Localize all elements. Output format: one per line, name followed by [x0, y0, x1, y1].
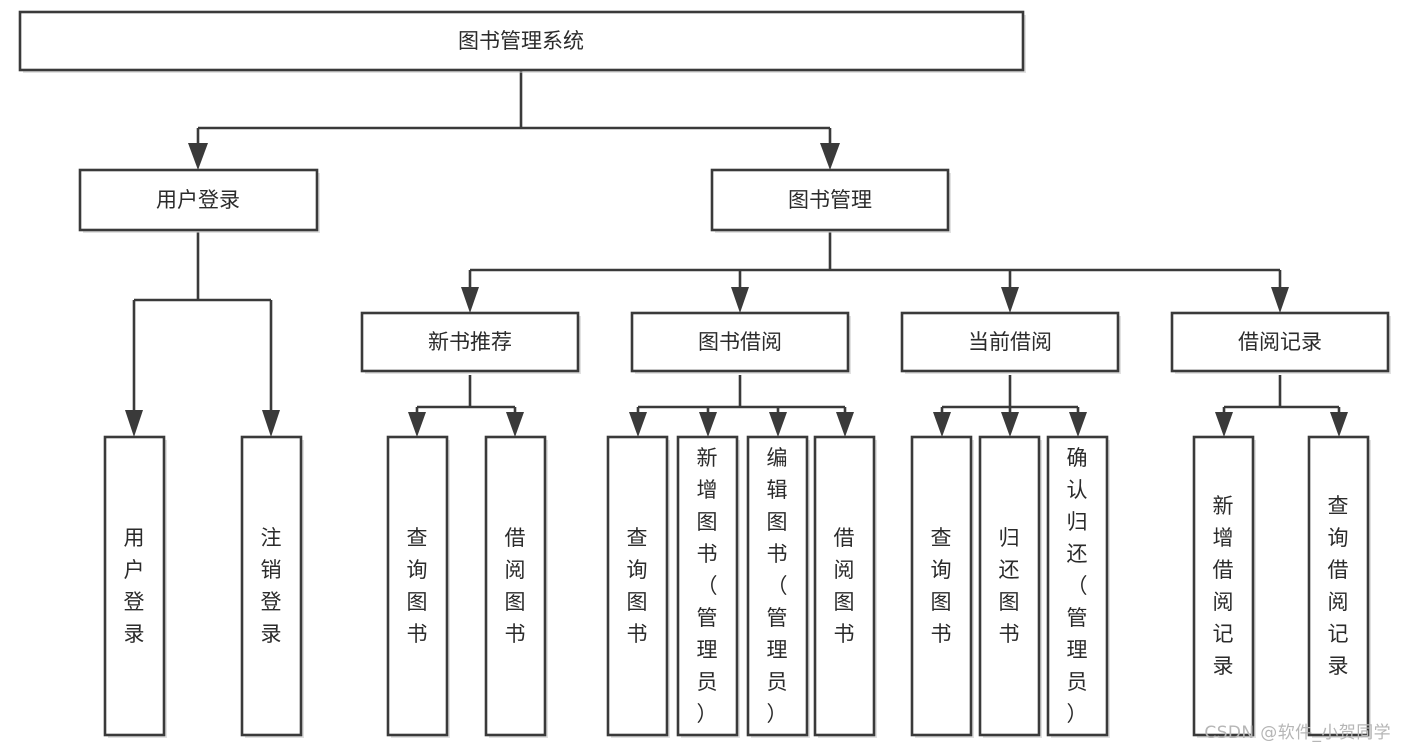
node-new-book-recommend[interactable]: 新书推荐 [360, 311, 581, 374]
arrow-head-leaf-borrow-book-1 [506, 412, 524, 437]
node-new-book-recommend-box [360, 311, 580, 373]
node-user-login[interactable]: 用户登录 [78, 168, 320, 233]
arrow-head-book-borrow [731, 287, 749, 313]
node-leaf-return-book[interactable]: 归还图书 [978, 435, 1042, 738]
node-book-manage-label: 图书管理 [788, 188, 872, 212]
connector-user-login-to-leaves [125, 232, 280, 437]
node-root-box [18, 10, 1025, 72]
node-current-borrow-label: 当前借阅 [968, 330, 1052, 354]
arrow-head-current-borrow [1001, 287, 1019, 313]
node-leaf-query-book-3-box [910, 435, 973, 737]
csdn-watermark: CSDN @软件_小贺同学 [1204, 723, 1391, 743]
node-user-login-label: 用户登录 [156, 188, 240, 212]
node-leaf-edit-book[interactable]: 编辑图书（管理员） [746, 435, 810, 738]
arrow-head-leaf-borrow-book-2 [836, 412, 854, 437]
connector-currentborrow-to-leaves [933, 375, 1087, 437]
node-borrow-record[interactable]: 借阅记录 [1170, 311, 1391, 374]
node-root[interactable]: 图书管理系统 [18, 10, 1026, 73]
node-leaf-user-login-label: 用户登录 [124, 526, 145, 646]
connector-bookborrow-to-leaves [629, 375, 854, 437]
node-root-label: 图书管理系统 [458, 29, 584, 53]
node-leaf-return-book-box [978, 435, 1041, 737]
node-leaf-query-book-1-label: 查询图书 [407, 526, 428, 646]
node-leaf-query-book-1-box [386, 435, 449, 737]
node-book-manage-box [710, 168, 950, 232]
node-leaf-logout-login-label: 注销登录 [261, 526, 282, 646]
node-current-borrow[interactable]: 当前借阅 [900, 311, 1121, 374]
node-leaf-query-book-2[interactable]: 查询图书 [606, 435, 670, 738]
node-leaf-query-book-2-box [606, 435, 669, 737]
arrow-head-leaf-query-book-1 [408, 412, 426, 437]
arrow-head-book-manage [820, 143, 840, 170]
node-leaf-add-record-label: 新增借阅记录 [1213, 494, 1234, 678]
arrow-head-leaf-logout-login [262, 410, 280, 437]
node-leaf-add-record[interactable]: 新增借阅记录 [1192, 435, 1256, 738]
arrow-head-leaf-confirm-return [1069, 412, 1087, 437]
arrow-head-new-book-recommend [461, 287, 479, 313]
node-leaf-confirm-return[interactable]: 确认归还（管理员） [1046, 435, 1110, 738]
arrow-head-leaf-user-login [125, 410, 143, 437]
node-leaf-user-login-box [103, 435, 166, 737]
arrow-head-leaf-add-record [1215, 412, 1233, 437]
node-book-borrow-box [630, 311, 850, 373]
connector-root-to-level2 [188, 70, 840, 170]
node-leaf-add-book-label: 新增图书（管理员） [697, 446, 718, 726]
node-leaf-query-record[interactable]: 查询借阅记录 [1307, 435, 1371, 738]
arrow-head-leaf-query-book-2 [629, 412, 647, 437]
node-leaf-borrow-book-2-box [813, 435, 876, 737]
node-leaf-add-book[interactable]: 新增图书（管理员） [676, 435, 740, 738]
connector-borrowrecord-to-leaves [1215, 375, 1348, 437]
node-leaf-query-book-2-label: 查询图书 [627, 526, 648, 646]
node-book-borrow[interactable]: 图书借阅 [630, 311, 851, 374]
node-leaf-borrow-book-1-box [484, 435, 547, 737]
node-leaf-borrow-book-1[interactable]: 借阅图书 [484, 435, 548, 738]
arrow-head-leaf-add-book [699, 412, 717, 437]
node-leaf-add-record-box [1192, 435, 1255, 737]
node-user-login-box [78, 168, 319, 232]
node-book-manage[interactable]: 图书管理 [710, 168, 951, 233]
node-leaf-return-book-label: 归还图书 [999, 526, 1020, 646]
node-leaf-query-record-box [1307, 435, 1370, 737]
node-leaf-add-book-box [676, 435, 739, 737]
arrow-head-user-login [188, 143, 208, 170]
node-leaf-logout-login-box [240, 435, 303, 737]
node-leaf-query-book-3-label: 查询图书 [931, 526, 952, 646]
node-leaf-edit-book-box [746, 435, 809, 737]
connector-layer [125, 70, 1348, 437]
node-borrow-record-label: 借阅记录 [1238, 330, 1322, 354]
node-borrow-record-box [1170, 311, 1390, 373]
node-leaf-borrow-book-2-label: 借阅图书 [834, 526, 855, 646]
node-leaf-logout-login[interactable]: 注销登录 [240, 435, 304, 738]
arrow-head-leaf-query-book-3 [933, 412, 951, 437]
node-leaf-query-record-label: 查询借阅记录 [1328, 494, 1349, 678]
arrow-head-leaf-query-record [1330, 412, 1348, 437]
node-leaf-query-book-3[interactable]: 查询图书 [910, 435, 974, 738]
arrow-head-leaf-return-book [1001, 412, 1019, 437]
node-leaf-edit-book-label: 编辑图书（管理员） [767, 446, 788, 726]
node-leaf-query-book-1[interactable]: 查询图书 [386, 435, 450, 738]
arrow-head-borrow-record [1271, 287, 1289, 313]
connector-newbook-to-leaves [408, 375, 524, 437]
node-leaf-borrow-book-2[interactable]: 借阅图书 [813, 435, 877, 738]
node-leaf-confirm-return-box [1046, 435, 1109, 737]
node-book-borrow-label: 图书借阅 [698, 330, 782, 354]
node-new-book-recommend-label: 新书推荐 [428, 330, 512, 354]
node-current-borrow-box [900, 311, 1120, 373]
arrow-head-leaf-edit-book [769, 412, 787, 437]
node-leaf-user-login[interactable]: 用户登录 [103, 435, 167, 738]
node-leaf-confirm-return-label: 确认归还（管理员） [1067, 446, 1088, 726]
connector-book-manage-to-level3 [461, 232, 1289, 313]
node-leaf-borrow-book-1-label: 借阅图书 [505, 526, 526, 646]
